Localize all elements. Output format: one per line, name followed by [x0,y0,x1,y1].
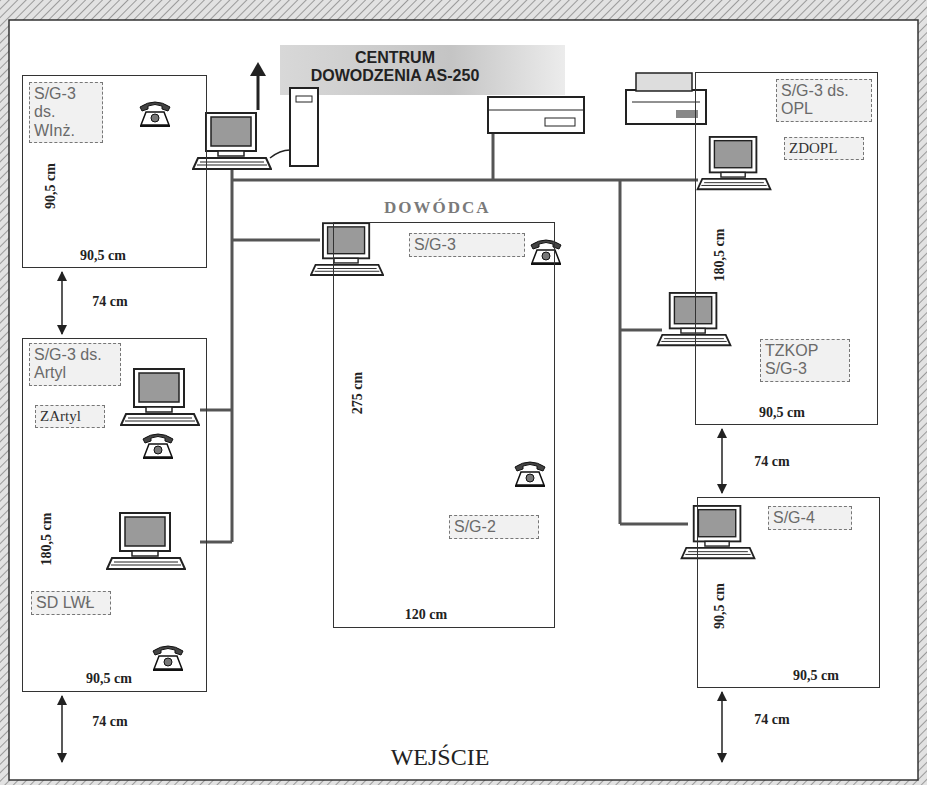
dimension-label: 180,5 cm [712,227,728,284]
network-hub [488,97,584,133]
drawing-part [121,369,199,425]
printer [626,73,706,124]
spacing-label: 74 cm [90,294,129,310]
position-tag: SD LWŁ [31,591,111,615]
drawing-part [531,240,561,265]
drawing-part [626,90,706,124]
drawing-part [488,97,584,133]
drawing-part [270,150,290,158]
drawing-part [698,137,771,189]
drawing-part [619,180,622,524]
drawing-part [620,329,662,332]
drawing-part [107,513,185,569]
position-name: S/G-3 ds. Artyl [34,346,116,383]
spacing-label: 74 cm [752,454,791,470]
drawing-part [200,409,232,412]
drawing-part [290,88,318,166]
drawing-part [492,132,495,180]
drawing-part [488,110,584,111]
network-cabling [200,132,698,542]
position-name: S/G-3 ds. WInż. [34,85,98,140]
drawing-part [153,646,183,671]
room-outline [9,20,918,780]
position-tag: S/G-2 [449,515,539,539]
position-tag: S/G-3 ds. OPL [776,79,872,122]
position-tag: TZKOP S/G-3 [760,339,850,382]
drawing-part [632,102,700,103]
title-band [280,45,565,95]
entrance-label: WEJŚCIE [389,744,492,771]
drawing-part [636,73,692,91]
position-name: ZDOPL [789,140,859,157]
server-tower [250,62,318,166]
dimension-label: 90,5 cm [712,581,728,631]
dimension-label: 90,5 cm [791,668,841,684]
drawing-part [140,102,170,127]
drawing-part [721,692,723,762]
position-name: TZKOP S/G-3 [765,342,845,379]
position-tag: S/G-3 ds. Artyl [29,343,121,386]
dimension-label: 180,5 cm [39,511,55,568]
desk-table: 90,5 cm 90,5 cm S/G-4 [697,497,880,688]
position-name: SD LWŁ [36,594,106,612]
position-tag: ZArtyl [35,405,105,428]
position-name: S/G-2 [454,518,534,536]
position-tag: S/G-4 [768,506,852,530]
drawing-part [682,506,755,558]
dimension-label: 90,5 cm [84,671,134,687]
telephones [140,102,561,671]
diagram-title: CENTRUM DOWODZENIA AS-250 [300,49,490,86]
position-name: S/G-3 [414,236,520,254]
position-tag: ZDOPL [784,137,864,160]
drawing-part [620,523,688,526]
drawing-part [231,165,234,542]
drawing-part [61,696,63,762]
spacing-arrows [62,272,722,762]
position-name: ZArtyl [40,408,100,425]
drawing-part [515,462,545,487]
table-heading: DOWÓDCA [384,198,491,218]
drawing-part [658,293,731,345]
position-tag: S/G-3 ds. WInż. [29,82,103,143]
dimension-label: 120 cm [403,607,449,623]
drawing-part [545,118,575,126]
drawing-part [250,62,266,76]
drawing-part [257,72,260,110]
drawing-part [296,96,312,102]
desk-table: 180,5 cm 90,5 cm S/G-3 ds. ArtylZArtyl SD L… [22,338,207,692]
position-name: S/G-4 [773,509,847,527]
spacing-label: 74 cm [752,712,791,728]
dimension-label: 275 cm [350,370,366,416]
spacing-label: 74 cm [90,714,129,730]
dimension-label: 90,5 cm [757,405,807,421]
position-tag: S/G-3 [409,233,525,257]
drawing-part [721,429,723,493]
dimension-label: 90,5 cm [78,248,128,264]
drawing-part [232,239,320,242]
dimension-label: 90,5 cm [43,161,59,211]
desk-table: 90,5 cm 90,5 cm S/G-3 ds. WInż. [22,75,207,268]
drawing-part [200,541,232,544]
position-name: S/G-3 ds. OPL [781,82,867,119]
desk-table: DOWÓDCA275 cm120 cmS/G-3S/G-2 [333,222,555,628]
drawing-part [143,434,173,459]
drawing-part [232,179,698,182]
drawing-part [311,223,383,275]
drawing-part [61,272,63,334]
desk-table: 180,5 cm 90,5 cm S/G-3 ds. OPL ZDOPL TZKOP S… [695,72,878,425]
drawing-part [193,113,271,169]
